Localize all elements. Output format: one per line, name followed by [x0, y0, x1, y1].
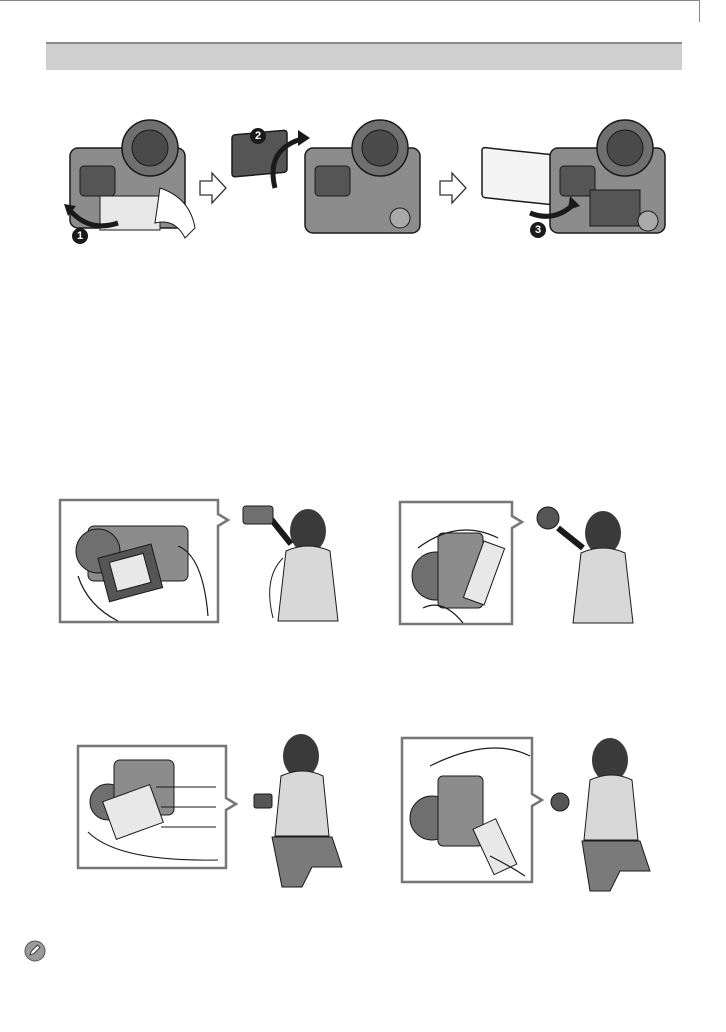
camera-step-3-illustration — [482, 120, 665, 233]
camera-step-1-illustration — [64, 120, 195, 238]
svg-text:1: 1 — [77, 230, 83, 242]
low-angle-position-illustration — [76, 732, 346, 890]
step-arrow-icon — [200, 173, 226, 203]
svg-text:3: 3 — [535, 224, 541, 236]
high-angle-position-illustration — [58, 496, 368, 628]
monitor-rotation-steps: 1 2 — [60, 118, 680, 258]
step-badge-1: 1 — [72, 228, 88, 244]
svg-text:2: 2 — [255, 130, 261, 142]
step-arrow-icon — [440, 173, 466, 203]
pencil-note-icon — [24, 940, 46, 962]
page-top-rule — [0, 0, 700, 22]
high-angle-position-alt-illustration — [398, 498, 658, 628]
step-badge-3: 3 — [530, 222, 546, 238]
step-badge-2: 2 — [250, 128, 266, 144]
low-angle-position-alt-illustration — [400, 736, 660, 896]
section-header-bar — [46, 42, 682, 70]
